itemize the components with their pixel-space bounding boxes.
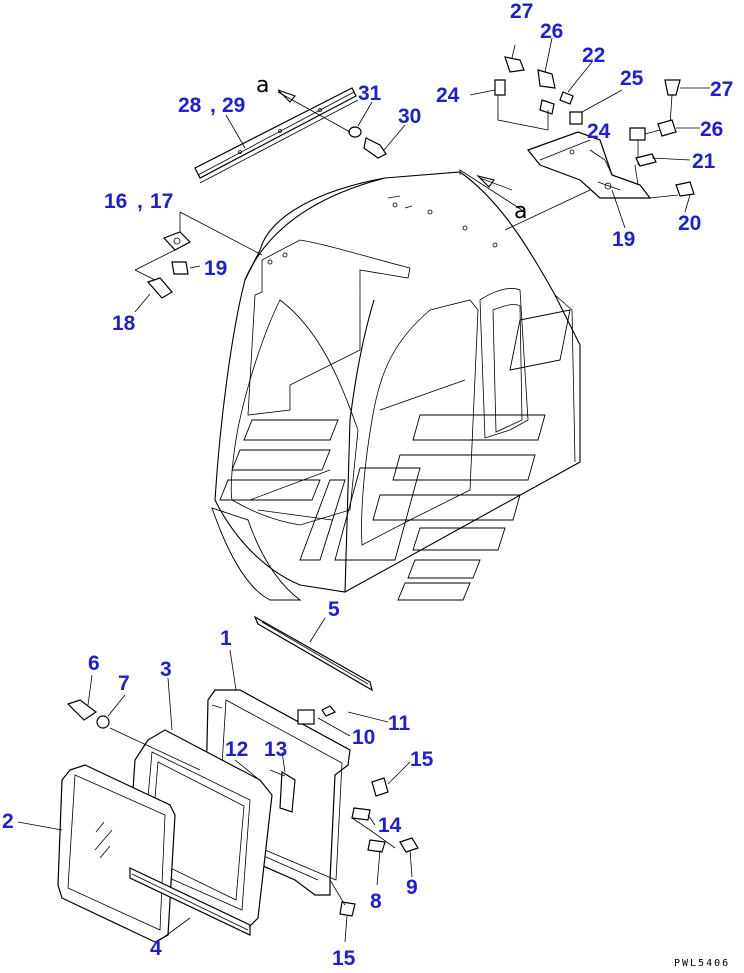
callout-16: 16: [104, 190, 127, 213]
callout-19: 19: [204, 257, 227, 280]
callout-7: 7: [118, 672, 130, 695]
callout-24: 24: [587, 120, 611, 143]
roof-rail-assembly: [194, 87, 387, 184]
callout-27: 27: [510, 0, 533, 23]
drawing-code: PWL5406: [674, 958, 730, 969]
callout-21: 20: [678, 212, 701, 235]
callout-8: 8: [370, 890, 382, 913]
callout-labels: 27 26 22 24 25 27 24 26 21 20 19 28 , 29…: [2, 0, 733, 970]
callout-29: 29: [222, 94, 245, 117]
callout-1: 1: [220, 627, 232, 650]
callout-18: 18: [112, 312, 136, 335]
seal-strip: [253, 615, 373, 692]
watermark-graphic: [211, 309, 571, 601]
callout-26: 26: [540, 20, 563, 43]
callout-20: 19: [612, 228, 635, 251]
callout-28: 28: [178, 94, 202, 117]
bolt-set: [66, 699, 201, 771]
callout-4: 4: [150, 937, 162, 960]
callout-3: 3: [160, 658, 172, 681]
left-mount-assembly: [134, 211, 263, 299]
callout-30: 30: [398, 105, 421, 128]
callout-10: 10: [352, 726, 375, 749]
callout-25: 25: [620, 67, 644, 90]
callout-22: 21: [692, 150, 716, 173]
callout-31: 31: [358, 82, 382, 105]
callout-13: 13: [264, 738, 287, 761]
cab-assembly: [214, 171, 581, 593]
callout-9: 9: [406, 876, 418, 899]
callout-24: 24: [436, 84, 460, 107]
callout-17: 17: [150, 190, 173, 213]
callout-11: 11: [388, 712, 411, 735]
bracket-assembly: [459, 56, 695, 231]
bottom-strip: [129, 867, 251, 936]
callout-15: 15: [410, 748, 434, 771]
callout-comma: ,: [210, 94, 216, 117]
reference-letter-a: a: [256, 73, 269, 98]
callout-14: 14: [378, 814, 402, 837]
reference-letter-a: a: [514, 199, 527, 224]
callout-15: 15: [332, 947, 356, 970]
callout-6: 6: [88, 652, 100, 675]
callout-23: 22: [582, 44, 605, 67]
leader-lines: [17, 37, 710, 943]
callout-26: 26: [700, 118, 723, 141]
callout-12: 12: [225, 738, 248, 761]
callout-comma: ,: [137, 190, 143, 213]
callout-5: 5: [328, 598, 340, 621]
callout-2: 2: [2, 810, 14, 833]
callout-27: 27: [710, 78, 733, 101]
